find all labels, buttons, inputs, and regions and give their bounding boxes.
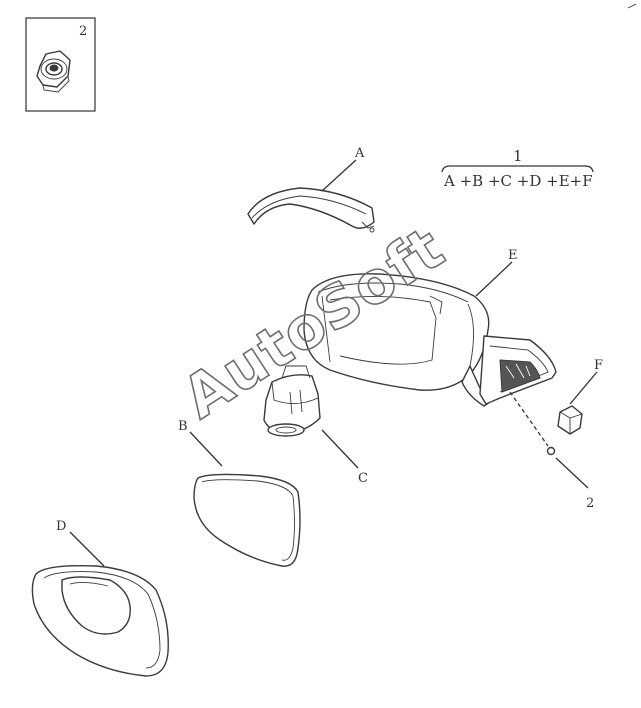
part-b-mirror-glass <box>193 473 301 567</box>
assembly-brace <box>441 165 594 173</box>
inset-label: 2 <box>79 24 87 39</box>
corner-mark <box>627 3 637 9</box>
leader-d <box>69 531 105 567</box>
assembly-formula: 1 A +B +C +D +E+F <box>441 147 594 190</box>
callout-f: F <box>594 358 603 373</box>
fastener-washer <box>546 446 556 456</box>
leader-two <box>555 457 589 489</box>
part-c-actuator <box>263 365 321 437</box>
leader-fastener-dashed <box>509 391 549 447</box>
callout-a: A <box>354 146 365 161</box>
assembly-number: 1 <box>513 147 523 165</box>
part-f-clip <box>557 405 583 435</box>
inset-nut-box: 2 <box>25 17 96 112</box>
assembly-components: A +B +C +D +E+F <box>443 172 593 190</box>
leader-c <box>321 429 359 469</box>
callout-two: 2 <box>586 496 594 511</box>
nut-icon <box>36 50 71 93</box>
leader-a <box>321 159 357 192</box>
part-d-mirror-frame <box>31 564 169 677</box>
callout-e: E <box>508 248 518 263</box>
part-e-mirror-housing <box>303 273 557 407</box>
leader-e <box>475 261 513 297</box>
callout-b: B <box>178 419 188 434</box>
leader-f <box>569 371 598 405</box>
part-a-trim-cover <box>247 187 375 233</box>
callout-c: C <box>358 471 368 486</box>
leader-b <box>189 431 223 467</box>
callout-d: D <box>56 519 66 534</box>
